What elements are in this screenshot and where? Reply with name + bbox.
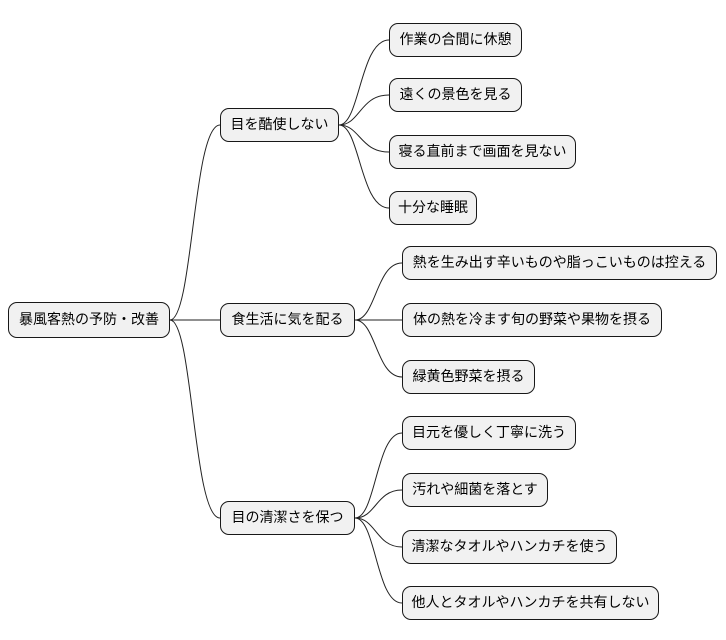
leaf-node-label: 寝る直前まで画面を見ない <box>398 144 567 160</box>
leaf-node: 十分な睡眠 <box>389 191 477 225</box>
leaf-node-label: 緑黄色野菜を摂る <box>412 369 525 385</box>
leaf-node-label: 体の熱を冷ます旬の野菜や果物を摂る <box>413 312 651 328</box>
leaf-node: 寝る直前まで画面を見ない <box>389 135 576 169</box>
leaf-node-label: 目元を優しく丁寧に洗う <box>412 425 566 441</box>
branch-node-label: 目を酷使しない <box>230 117 329 133</box>
leaf-node: 清潔なタオルやハンカチを使う <box>402 530 617 564</box>
leaf-node-label: 遠くの景色を見る <box>399 87 512 103</box>
branch-node-label: 食生活に気を配る <box>231 312 344 328</box>
leaf-node: 遠くの景色を見る <box>389 78 522 112</box>
leaf-node: 体の熱を冷ます旬の野菜や果物を摂る <box>402 303 662 337</box>
leaf-node-label: 清潔なタオルやハンカチを使う <box>411 539 608 555</box>
leaf-node-label: 十分な睡眠 <box>398 200 468 216</box>
branch-node-diet: 食生活に気を配る <box>220 303 355 337</box>
leaf-node: 緑黄色野菜を摂る <box>402 360 535 394</box>
root-node: 暴風客熱の予防・改善 <box>8 302 170 338</box>
connector-branch-1-leaf-3 <box>338 124 390 153</box>
connector-branch-1-leaf-4 <box>338 124 390 209</box>
connector-branch-3-leaf-4 <box>354 517 403 604</box>
connector-branch-2-leaf-1 <box>354 262 403 321</box>
connector-branch-3-leaf-3 <box>354 517 403 548</box>
leaf-node-label: 他人とタオルやハンカチを共有しない <box>411 595 650 611</box>
leaf-node: 作業の合間に休憩 <box>389 23 522 57</box>
connector-branch-1-leaf-1 <box>338 39 390 126</box>
leaf-node: 他人とタオルやハンカチを共有しない <box>402 586 659 620</box>
branch-node-eye-hygiene: 目の清潔さを保つ <box>220 501 355 535</box>
connector-branch-2-leaf-3 <box>354 319 403 378</box>
branch-node-eye-strain: 目を酷使しない <box>220 108 339 142</box>
root-node-label: 暴風客熱の予防・改善 <box>19 312 159 328</box>
connector-branch-1-leaf-2 <box>338 94 390 126</box>
connector-branch-3-leaf-1 <box>354 432 403 519</box>
leaf-node: 汚れや細菌を落とす <box>402 473 548 507</box>
leaf-node: 熱を生み出す辛いものや脂っこいものは控える <box>402 246 717 280</box>
connector-root-branch-1 <box>169 124 221 321</box>
connector-branch-3-leaf-2 <box>354 489 403 519</box>
branch-node-label: 目の清潔さを保つ <box>231 510 344 526</box>
leaf-node-label: 汚れや細菌を落とす <box>412 482 538 498</box>
leaf-node-label: 作業の合間に休憩 <box>399 32 512 48</box>
leaf-node: 目元を優しく丁寧に洗う <box>402 416 576 450</box>
leaf-node-label: 熱を生み出す辛いものや脂っこいものは控える <box>412 255 707 271</box>
connector-root-branch-3 <box>169 319 221 519</box>
